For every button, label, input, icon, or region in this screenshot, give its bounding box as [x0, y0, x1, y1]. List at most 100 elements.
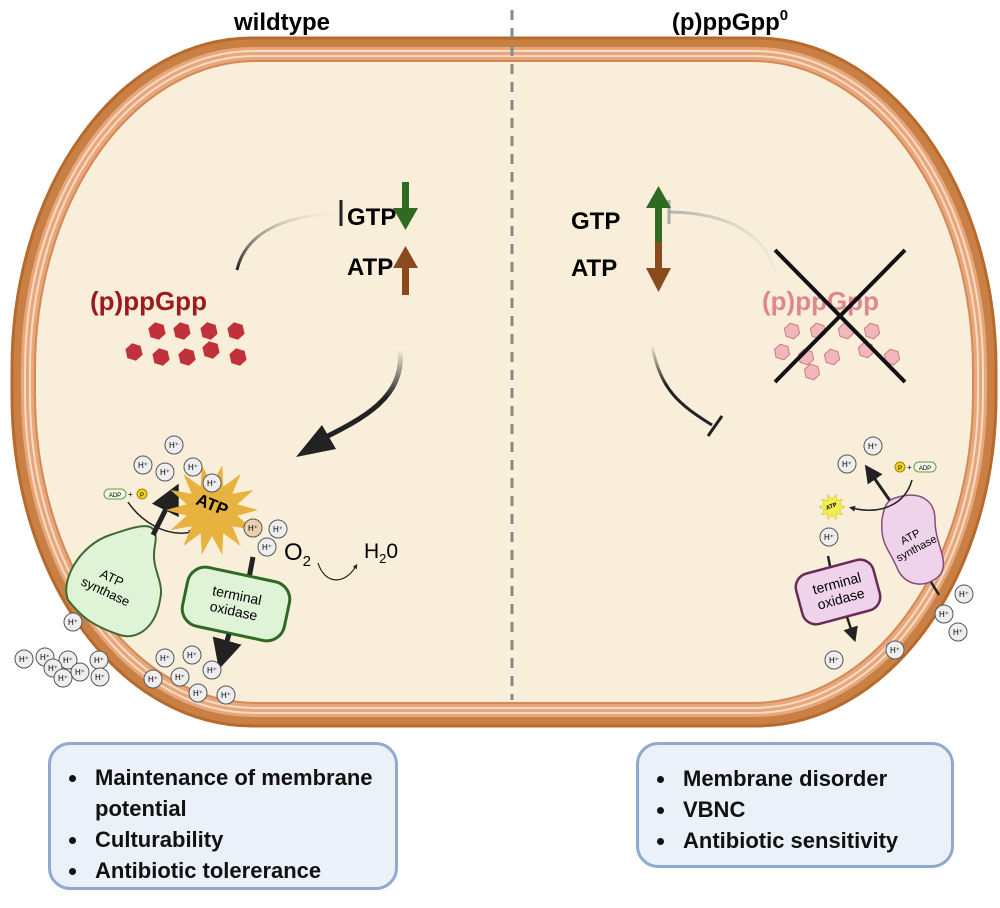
proton-icon: [182, 645, 202, 665]
ppgpp-molecule: [227, 322, 245, 340]
ppgpp-molecule: [200, 322, 218, 340]
plus-sign: +: [128, 490, 133, 499]
proton-flow-arrow: [150, 483, 179, 537]
gtp-down-arrow-icon: [393, 182, 418, 230]
proton-label: H⁺: [248, 524, 258, 533]
proton-icon: [70, 662, 90, 682]
proton-icon: [90, 667, 110, 687]
gtp-label: GTP: [347, 204, 396, 231]
proton-label: H⁺: [207, 479, 217, 488]
wildtype-outcomes-box: Maintenance of membrane potential Cultur…: [48, 742, 398, 890]
title-mutant: (p)ppGpp0: [672, 7, 788, 36]
proton-label: H⁺: [160, 468, 170, 477]
inhibition-bar-down: [706, 415, 724, 437]
proton-pump-arrow: [843, 616, 858, 643]
mutant-outcomes-box: Membrane disorder VBNC Antibiotic sensit…: [636, 742, 954, 868]
ppgpp-molecule: [178, 348, 196, 366]
cross-icon: [773, 248, 907, 384]
water-label: H20: [364, 540, 398, 566]
ppgpp-label-absent: (p)ppGpp: [762, 286, 879, 316]
proton-icon: [824, 650, 844, 670]
arrowhead-icon: [296, 425, 336, 457]
atp-label: ATP: [571, 255, 617, 282]
proton-label: H⁺: [19, 655, 29, 664]
proton-icon: [819, 527, 839, 547]
ppgpp-molecule: [202, 341, 220, 359]
adp-molecule: ADP: [103, 488, 127, 500]
ppgpp-molecule: [863, 322, 881, 340]
proton-icon: [53, 668, 73, 688]
ppgpp-molecules-icon: [125, 322, 247, 366]
ppgpp-molecule: [125, 343, 143, 361]
proton-icon: [202, 473, 222, 493]
protons: H⁺H⁺H⁺H⁺H⁺H⁺H⁺H⁺H⁺H⁺H⁺H⁺H⁺H⁺H⁺H⁺H⁺H⁺H⁺H⁺…: [14, 435, 974, 705]
plus-sign: +: [907, 463, 912, 472]
proton-label: H⁺: [207, 666, 217, 675]
proton-icon: [143, 669, 163, 689]
ppgpp-molecules-faded-icon: [773, 322, 901, 381]
proton-icon: [63, 612, 83, 632]
ppgpp-molecule: [229, 348, 247, 366]
svg-text:ADP: ADP: [109, 493, 121, 499]
proton-icon: [268, 519, 288, 539]
outcome-item: Membrane disorder: [677, 763, 951, 794]
outcome-item: Maintenance of membrane potential: [89, 762, 395, 824]
ppgpp-molecule: [152, 348, 170, 366]
ppgpp-molecule: [883, 348, 901, 366]
proton-icon: [58, 650, 78, 670]
proton-label: H⁺: [221, 691, 231, 700]
proton-label: H⁺: [63, 656, 73, 665]
ppgpp-molecule: [173, 322, 191, 340]
proton-icon: [133, 455, 153, 475]
proton-label: H⁺: [40, 653, 50, 662]
phosphorylation-arrow: [849, 479, 913, 512]
proton-icon: [934, 604, 954, 624]
proton-label: H⁺: [48, 664, 58, 673]
proton-label: H⁺: [75, 668, 85, 677]
proton-label: H⁺: [160, 654, 170, 663]
proton-label: H⁺: [148, 675, 158, 684]
proton-label: H⁺: [262, 543, 272, 552]
inhibition-line: [235, 211, 341, 271]
proton-label: H⁺: [187, 651, 197, 660]
ppgpp-molecule: [803, 363, 821, 381]
proton-icon: [948, 622, 968, 642]
atp-synthase-wildtype: [65, 525, 162, 638]
proton-icon: [885, 640, 905, 660]
proton-label: H⁺: [273, 525, 283, 534]
terminal-oxidase-mutant: [794, 558, 882, 626]
proton-label: H⁺: [939, 610, 949, 619]
ppgpp-molecule: [823, 348, 841, 366]
proton-icon: [188, 683, 208, 703]
atp-burst-icon: [166, 465, 258, 555]
proton-label: H⁺: [95, 673, 105, 682]
proton-label: H⁺: [953, 628, 963, 637]
svg-text:ATP: ATP: [825, 502, 838, 512]
outcome-item: Antibiotic sensitivity: [677, 825, 951, 856]
svg-text:P: P: [140, 493, 144, 499]
adp-molecule: ADP: [913, 461, 937, 473]
proton-icon: [183, 457, 203, 477]
phosphate-molecule: P: [136, 488, 148, 500]
proton-icon: [954, 584, 974, 604]
atp-burst-small-icon: [818, 494, 846, 520]
proton-icon: [14, 649, 34, 669]
proton-label: H⁺: [193, 689, 203, 698]
oxygen-label: O2: [284, 539, 311, 570]
proton-label: H⁺: [175, 673, 185, 682]
proton-label: H⁺: [188, 463, 198, 472]
proton-icon: [257, 537, 277, 557]
proton-icon: [243, 518, 263, 538]
proton-icon: [863, 436, 883, 456]
atp-up-arrow-icon: [393, 246, 418, 295]
proton-icon: [155, 462, 175, 482]
title-wildtype: wildtype: [233, 9, 330, 36]
outcome-item: Culturability: [89, 824, 395, 855]
atp-down-arrow-icon: [646, 242, 671, 292]
proton-pump-arrow: [212, 633, 242, 670]
outcome-item: VBNC: [677, 794, 951, 825]
proton-label: H⁺: [68, 618, 78, 627]
outcome-item: Antibiotic tolererance: [89, 855, 395, 886]
proton-label: H⁺: [824, 533, 834, 542]
proton-label: H⁺: [890, 646, 900, 655]
